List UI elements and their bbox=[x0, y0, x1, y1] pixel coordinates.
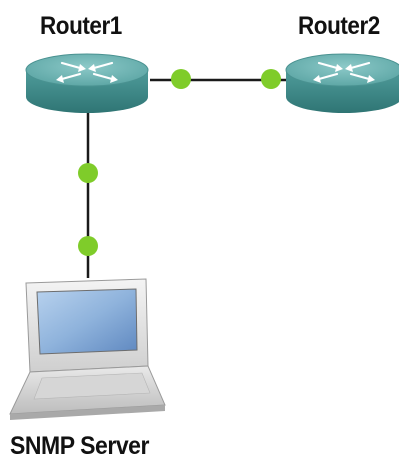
router1-label: Router1 bbox=[40, 12, 122, 40]
snmp-server-label: SNMP Server bbox=[10, 432, 149, 460]
router1-icon[interactable] bbox=[25, 53, 149, 113]
port-dot-server-north bbox=[78, 236, 98, 256]
router2-icon[interactable] bbox=[285, 53, 399, 113]
router2-label: Router2 bbox=[298, 12, 380, 40]
port-dot-router1-south bbox=[78, 163, 98, 183]
port-dot-router2-west bbox=[261, 69, 281, 89]
port-dot-router1-east bbox=[171, 69, 191, 89]
laptop-icon[interactable] bbox=[9, 278, 166, 420]
